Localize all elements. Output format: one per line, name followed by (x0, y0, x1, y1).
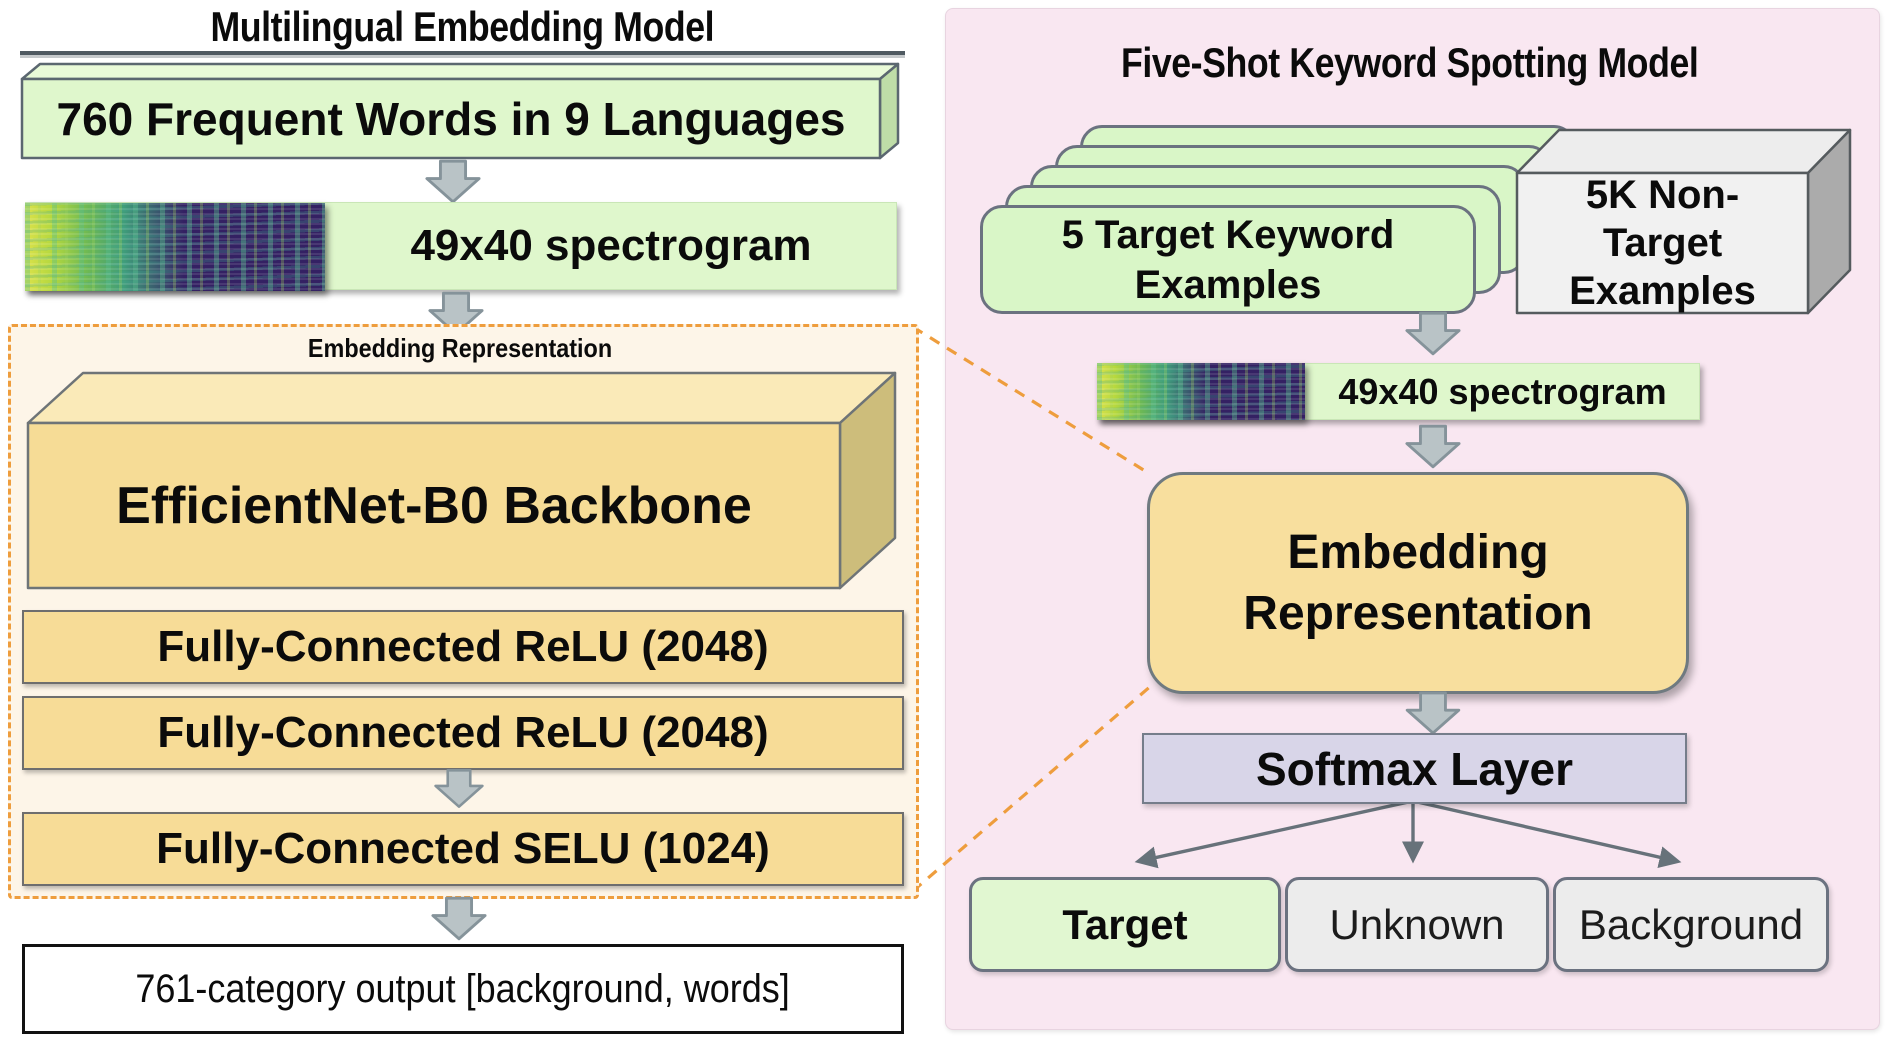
down-arrow-icon (425, 159, 481, 204)
efficientnet-backbone-box: EfficientNet-B0 Backbone (26, 371, 897, 590)
right-panel-title: Five-Shot Keyword Spotting Model (1121, 39, 1699, 86)
input-words-label: 760 Frequent Words in 9 Languages (56, 92, 846, 145)
spectrogram-bar-left-label: 49x40 spectrogram (410, 221, 812, 270)
softmax-layer-box: Softmax Layer (1142, 733, 1687, 804)
left-panel-title: Multilingual Embedding Model (210, 3, 715, 50)
spectrogram-bar-right-label: 49x40 spectrogram (1338, 370, 1667, 412)
down-arrow-icon (1405, 691, 1461, 735)
spectrogram-image-left (25, 203, 325, 291)
down-arrow-icon (431, 896, 487, 941)
fc-relu-2-bar: Fully-Connected ReLU (2048) (22, 696, 904, 770)
fc-relu-1-bar: Fully-Connected ReLU (2048) (22, 610, 904, 684)
output-background-box: Background (1553, 877, 1829, 972)
down-arrow-icon (1405, 311, 1461, 356)
nontarget-examples-label: 5K Non-Target Examples (1569, 173, 1756, 313)
embedding-representation-box: Embedding Representation (1147, 472, 1689, 694)
target-examples-card-front: 5 Target Keyword Examples (980, 205, 1476, 314)
down-arrow-icon (434, 769, 484, 808)
input-words-box: 760 Frequent Words in 9 Languages (20, 62, 900, 160)
down-arrow-icon (428, 291, 484, 336)
down-arrow-icon (1405, 424, 1461, 469)
category-output-box: 761-category output [background, words] (22, 944, 904, 1034)
title-underline (20, 51, 905, 55)
spectrogram-image-right (1097, 363, 1305, 420)
nontarget-examples-box: 5K Non-Target Examples (1515, 128, 1852, 315)
input-words-3d-shape (20, 62, 900, 160)
fc-selu-bar: Fully-Connected SELU (1024) (22, 812, 904, 886)
output-target-box: Target (969, 877, 1281, 972)
embedding-group-label: Embedding Representation (308, 332, 613, 363)
embedding-representation-label: Embedding Representation (1243, 525, 1593, 640)
efficientnet-3d-shape (26, 371, 897, 590)
efficientnet-label: EfficientNet-B0 Backbone (116, 476, 752, 535)
category-output-label: 761-category output [background, words] (135, 966, 791, 1011)
output-unknown-box: Unknown (1285, 877, 1549, 972)
zoom-dashed-connectors (911, 325, 1154, 893)
target-examples-label: 5 Target Keyword Examples (1061, 212, 1395, 307)
nontarget-3d-shape (1515, 128, 1852, 315)
softmax-fan-arrows (1134, 799, 1682, 869)
